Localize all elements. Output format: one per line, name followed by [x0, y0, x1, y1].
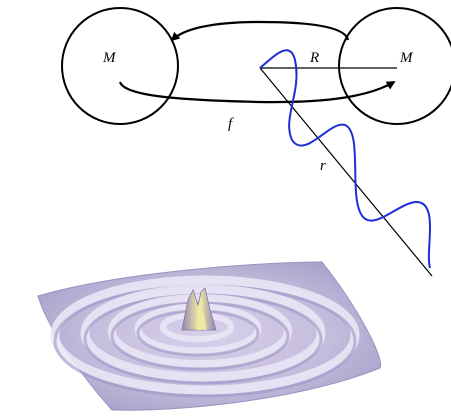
mass-left-circle [61, 7, 179, 125]
mass-right-circle [338, 7, 451, 125]
gravitational-wave [259, 49, 431, 269]
separation-label: R [309, 50, 319, 66]
distance-label: r [320, 158, 326, 174]
frequency-label: f [228, 116, 234, 132]
spiral-wave-surface-icon [37, 261, 382, 411]
orbit-arrow-top [170, 20, 350, 42]
orbit-arrow-bottom [118, 81, 396, 104]
distance-line [259, 67, 433, 277]
mass-right-label: M [399, 50, 414, 66]
mass-left-label: M [102, 50, 117, 66]
